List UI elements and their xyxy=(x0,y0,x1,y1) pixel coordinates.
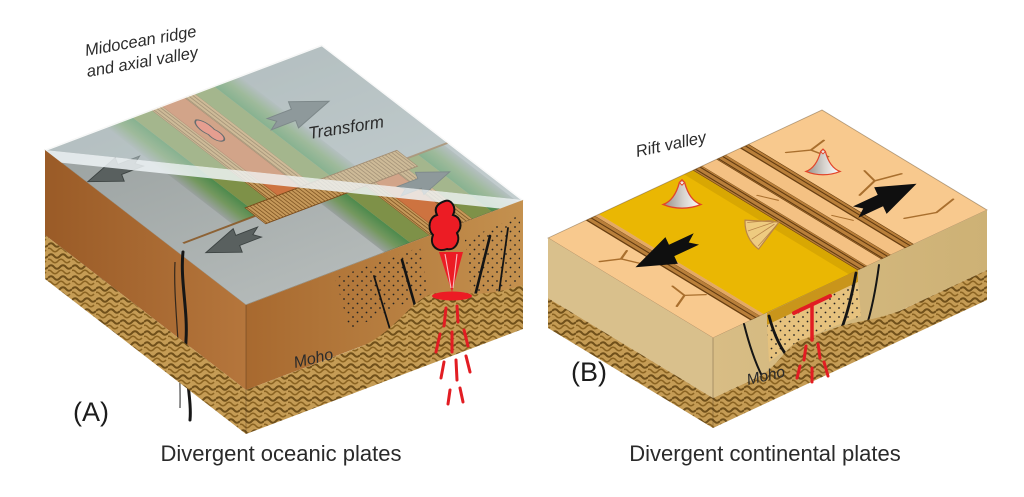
panel-label-a: (A) xyxy=(73,397,109,427)
normal-faults xyxy=(373,227,509,337)
magma-system xyxy=(428,199,472,406)
arrow-sw-icon xyxy=(204,226,263,254)
plateau-cracks-west xyxy=(598,250,707,307)
mantle-left xyxy=(548,298,713,428)
mantle-right xyxy=(713,270,987,428)
arrow-ne-icon xyxy=(852,183,917,218)
transform-trace-west xyxy=(182,215,257,244)
volcano-icon xyxy=(804,148,842,176)
crust-left-face xyxy=(45,150,246,390)
magma-dikes xyxy=(434,304,472,406)
caption-a: Divergent oceanic plates xyxy=(161,441,402,466)
panel-a: Moho Midocean ridge and axial valley Tra… xyxy=(44,23,524,466)
volcano-icon xyxy=(661,178,703,209)
plate-motion-arrows-oceanic xyxy=(86,100,451,254)
mantle-right xyxy=(246,285,523,434)
alluvial-fan xyxy=(744,219,781,251)
rift-floor-edge xyxy=(767,270,858,325)
mantle-left xyxy=(45,235,246,434)
ridge-annotation: Midocean ridge and axial valley xyxy=(84,23,202,81)
crust-left-face xyxy=(548,238,713,398)
lava-flow-front xyxy=(428,199,462,251)
panel-b: Moho Rift valley (B) Divergent continent… xyxy=(547,109,988,466)
oceanic-crust-faces: Moho xyxy=(45,150,523,434)
rift-valley-label: Rift valley xyxy=(634,128,709,161)
lava-flow-back xyxy=(194,119,226,142)
rift-valley-floor xyxy=(598,170,859,315)
arrow-ne-icon xyxy=(265,100,331,131)
continental-crust-faces: Moho xyxy=(548,210,987,428)
magma-funnel xyxy=(439,252,463,292)
ocean-water-surface xyxy=(44,43,524,211)
caption-b: Divergent continental plates xyxy=(629,441,901,466)
plate-motion-arrows-continental xyxy=(635,183,917,268)
graben-stipple xyxy=(767,282,861,362)
east-stepped-scarps xyxy=(692,143,915,271)
magma-sill xyxy=(432,291,472,301)
crust-fracture xyxy=(180,250,192,422)
arrow-sw-icon xyxy=(635,233,700,268)
transform-trace-east xyxy=(406,141,450,159)
crust-fracture xyxy=(174,261,181,409)
oceanic-top-surface xyxy=(44,44,524,306)
magma-dike xyxy=(792,294,832,384)
panel-label-b: (B) xyxy=(571,357,607,387)
